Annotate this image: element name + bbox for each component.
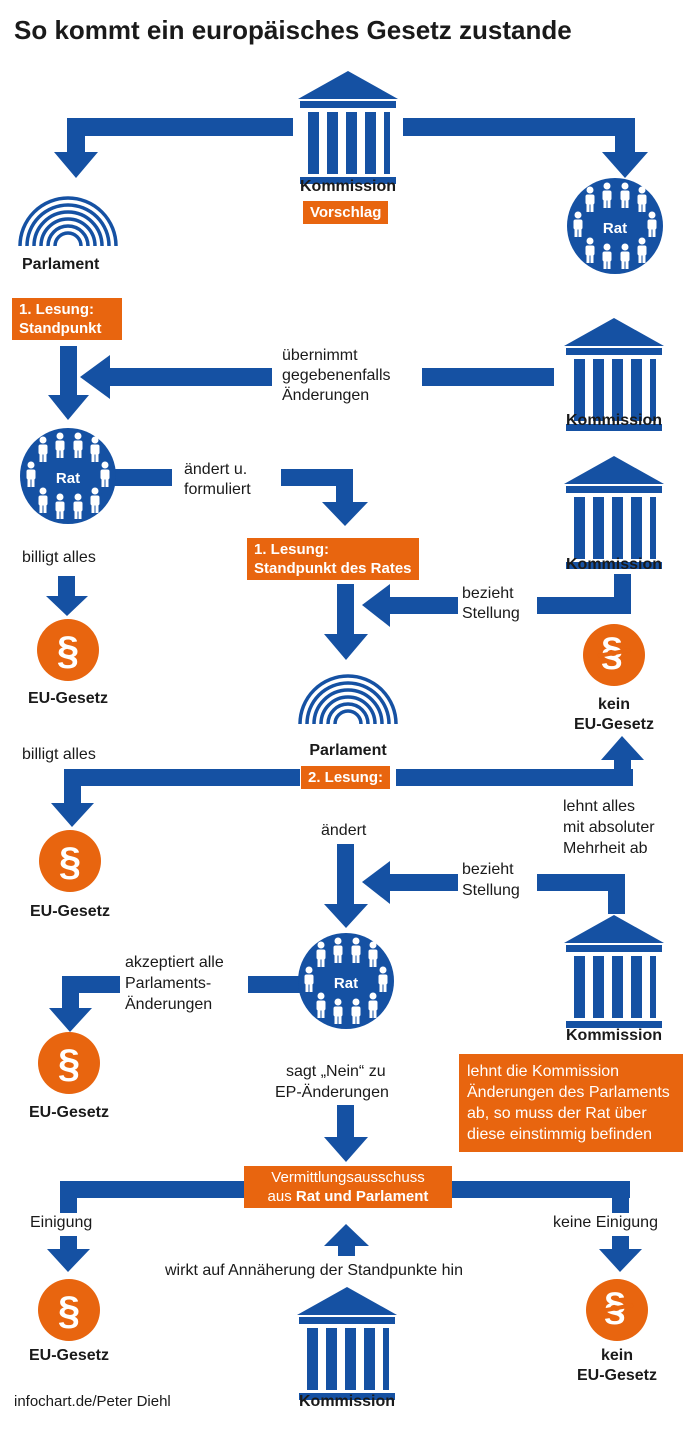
kommission-note: lehnt die Kommission Änderungen des Parl… bbox=[459, 1054, 683, 1152]
arrow-uebernimmt bbox=[80, 355, 110, 399]
vermittlung-line1: Vermittlungsausschuss bbox=[271, 1169, 425, 1186]
paragraph-icon bbox=[39, 830, 101, 892]
eu-gesetz-label: EU-Gesetz bbox=[27, 690, 109, 707]
billigt-alles-text: billigt alles bbox=[22, 746, 96, 763]
hemicycle-icon bbox=[18, 196, 118, 248]
lesung1-line1: 1. Lesung: bbox=[19, 301, 95, 318]
kommission-label: Kommission bbox=[565, 412, 662, 429]
kommission-label: Kommission bbox=[565, 556, 662, 573]
arrow-aendert-formuliert bbox=[322, 502, 368, 526]
building-icon bbox=[297, 1287, 397, 1400]
connectors bbox=[46, 118, 648, 1272]
arrow-wirkt bbox=[324, 1224, 369, 1246]
aendert-u-text: ändert u. bbox=[184, 461, 248, 478]
arrow-to-rat bbox=[602, 152, 648, 178]
lehnt-text-1: lehnt alles bbox=[563, 798, 636, 815]
parlament-label: Parlament bbox=[309, 742, 387, 759]
akzeptiert-text-1: akzeptiert alle bbox=[125, 954, 224, 971]
kein-label: kein bbox=[600, 1347, 633, 1364]
arrow-kein-gesetz-1 bbox=[601, 736, 644, 760]
rat-label: Rat bbox=[603, 220, 627, 237]
paragraph-icon bbox=[38, 1032, 100, 1094]
arrow-to-parlament-2 bbox=[324, 634, 368, 660]
vermittlung-aus: aus bbox=[267, 1188, 296, 1205]
arrow-billigt-1 bbox=[46, 596, 88, 616]
rat-lesung-badge: 1. Lesung: Standpunkt des Rates bbox=[247, 538, 419, 580]
arrow-to-rat-left bbox=[48, 395, 89, 420]
arrow-bezieht-1 bbox=[362, 584, 390, 627]
eu-gesetz-label: EU-Gesetz bbox=[29, 903, 111, 920]
arrow-aendert bbox=[324, 904, 368, 928]
arrow-keine-einigung bbox=[599, 1249, 642, 1272]
arrow-akzeptiert bbox=[49, 1008, 92, 1032]
wirkt-text: wirkt auf Annäherung der Standpunkte hin bbox=[165, 1262, 463, 1279]
kommission-label: Kommission bbox=[565, 1027, 662, 1044]
broken-paragraph-icon bbox=[584, 1277, 650, 1343]
arrow-sagt-nein bbox=[324, 1137, 368, 1162]
kommission-label: Kommission bbox=[298, 1393, 395, 1410]
bezieht-text: bezieht bbox=[462, 585, 514, 602]
building-icon bbox=[564, 915, 664, 1028]
uebernimmt-text-2: gegebenenfalls bbox=[282, 367, 391, 384]
kommission-label: Kommission bbox=[299, 178, 396, 195]
paragraph-icon bbox=[38, 1279, 100, 1341]
eu-gesetz-label: EU-Gesetz bbox=[28, 1347, 110, 1364]
building-icon bbox=[298, 71, 398, 184]
bezieht-text: bezieht bbox=[462, 861, 514, 878]
einigung-text: Einigung bbox=[30, 1214, 93, 1231]
parlament-label: Parlament bbox=[22, 256, 100, 273]
hemicycle-icon bbox=[298, 674, 398, 726]
sagt-nein-text-1: sagt „Nein“ zu bbox=[286, 1063, 386, 1080]
eu-gesetz-label: EU-Gesetz bbox=[28, 1104, 110, 1121]
arrow-bezieht-2 bbox=[362, 861, 390, 904]
lesung1-badge: 1. Lesung: Standpunkt bbox=[12, 298, 122, 340]
broken-paragraph-icon bbox=[581, 622, 647, 688]
stellung-text: Stellung bbox=[462, 882, 520, 899]
akzeptiert-text-3: Änderungen bbox=[125, 996, 213, 1013]
arrow-einigung bbox=[47, 1249, 90, 1272]
lehnt-text-2: mit absoluter bbox=[563, 819, 655, 836]
eu-gesetz-label: EU-Gesetz bbox=[576, 1367, 658, 1384]
paragraph-icon bbox=[37, 619, 99, 681]
building-icon bbox=[564, 456, 664, 569]
lesung2-badge: 2. Lesung: bbox=[301, 766, 391, 789]
uebernimmt-text-3: Änderungen bbox=[282, 387, 370, 404]
lesung1-line2: Standpunkt bbox=[19, 320, 102, 337]
credit-text: infochart.de/Peter Diehl bbox=[14, 1393, 171, 1410]
vermittlung-rat-parlament: Rat und Parlament bbox=[295, 1188, 429, 1205]
billigt-alles-text: billigt alles bbox=[22, 549, 96, 566]
keine-einigung-text: keine Einigung bbox=[553, 1214, 658, 1231]
page-title: So kommt ein europäisches Gesetz zustand… bbox=[14, 15, 572, 45]
vermittlung-badge: Vermittlungsausschuss aus Rat und Parlam… bbox=[244, 1166, 452, 1208]
connector-kommission-parlament bbox=[67, 118, 293, 136]
arrow-billigt-2 bbox=[51, 803, 94, 827]
rat-lesung-line1: 1. Lesung: bbox=[254, 541, 330, 558]
arrow-to-parlament bbox=[54, 152, 98, 178]
aendert-text: ändert bbox=[321, 822, 367, 839]
stellung-text: Stellung bbox=[462, 605, 520, 622]
sagt-nein-text-2: EP-Änderungen bbox=[275, 1084, 389, 1101]
vorschlag-badge: Vorschlag bbox=[303, 201, 389, 224]
uebernimmt-text-1: übernimmt bbox=[282, 347, 358, 364]
rat-label: Rat bbox=[334, 975, 358, 992]
akzeptiert-text-2: Parlaments- bbox=[125, 975, 212, 992]
eu-gesetz-label: EU-Gesetz bbox=[573, 716, 655, 733]
kein-label: kein bbox=[597, 696, 630, 713]
rat-lesung-line2: Standpunkt des Rates bbox=[254, 560, 412, 577]
connector-kommission-rat bbox=[403, 118, 635, 136]
formuliert-text: formuliert bbox=[184, 481, 251, 498]
rat-label: Rat bbox=[56, 470, 80, 487]
lehnt-text-3: Mehrheit ab bbox=[563, 840, 648, 857]
